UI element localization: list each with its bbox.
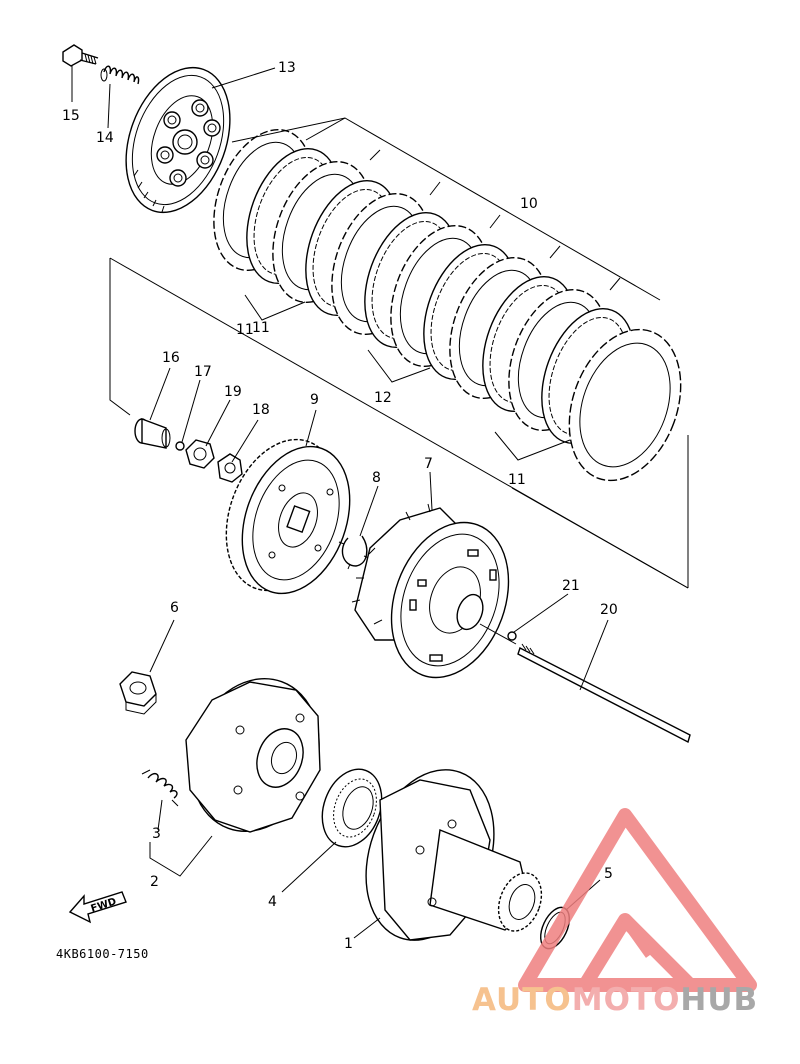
callout-5: 5 [604, 866, 613, 882]
part-1-clutch-drum [365, 769, 543, 941]
callout-4: 4 [268, 894, 277, 910]
part-16-push-rod [134, 417, 171, 449]
callout-12: 12 [374, 390, 392, 406]
callout-13: 13 [278, 60, 296, 76]
part-20-long-push-rod [479, 623, 691, 744]
fwd-label: FWD [90, 896, 118, 915]
callout-18: 18 [252, 402, 270, 418]
part-2-centrifugal-clutch [185, 677, 321, 833]
callout-16: 16 [162, 350, 180, 366]
diagram-code: 4KB6100-7150 [56, 947, 149, 961]
part-15-bolt [62, 44, 99, 67]
callout-11-upper: 11 [252, 320, 270, 336]
friction-plate-last [568, 328, 682, 482]
callout-6: 6 [170, 600, 179, 616]
part-14-spring [100, 65, 140, 85]
watermark-auto: AUTO [472, 982, 572, 1018]
part-3-spring [141, 769, 179, 807]
automotohub-logo-icon [518, 808, 757, 992]
part-18-lock-washer [217, 453, 243, 483]
watermark: AUTOMOTOHUB [472, 808, 758, 1018]
callout-20: 20 [600, 602, 618, 618]
fwd-arrow-icon: FWD [68, 891, 127, 924]
part-17-ball [175, 441, 185, 451]
part-19-nut [185, 439, 215, 469]
callout-leaders [71, 66, 609, 939]
callout-15: 15 [62, 108, 80, 124]
callout-14: 14 [96, 130, 114, 146]
part-21-ball [507, 631, 517, 641]
callout-11-mid: 11 [236, 322, 254, 338]
callout-11-lower: 11 [508, 472, 526, 488]
callout-8: 8 [372, 470, 381, 486]
callout-19: 19 [224, 384, 242, 400]
callout-numbers: 15 14 13 10 11 11 12 11 16 17 19 18 9 8 … [62, 60, 618, 952]
callout-17: 17 [194, 364, 212, 380]
callout-7: 7 [424, 456, 433, 472]
part-6-nut [119, 671, 157, 715]
callout-9: 9 [310, 392, 319, 408]
part-4-bearing [321, 768, 383, 848]
clutch-plate-stack [213, 128, 682, 482]
part-9-clutch-boss [225, 438, 351, 595]
callout-2: 2 [150, 874, 159, 890]
part-13-pressure-plate [125, 66, 231, 214]
callout-21: 21 [562, 578, 580, 594]
part-8-circlip [338, 535, 370, 570]
plate-leader-lines [109, 117, 689, 589]
watermark-moto: MOTO [572, 982, 681, 1018]
callout-10: 10 [520, 196, 538, 212]
callout-3: 3 [152, 826, 161, 842]
watermark-hub: HUB [680, 982, 758, 1018]
svg-text:AUTOMOTOHUB: AUTOMOTOHUB [472, 982, 758, 1018]
part-7-clutch-housing [351, 503, 510, 679]
callout-1: 1 [344, 936, 353, 952]
